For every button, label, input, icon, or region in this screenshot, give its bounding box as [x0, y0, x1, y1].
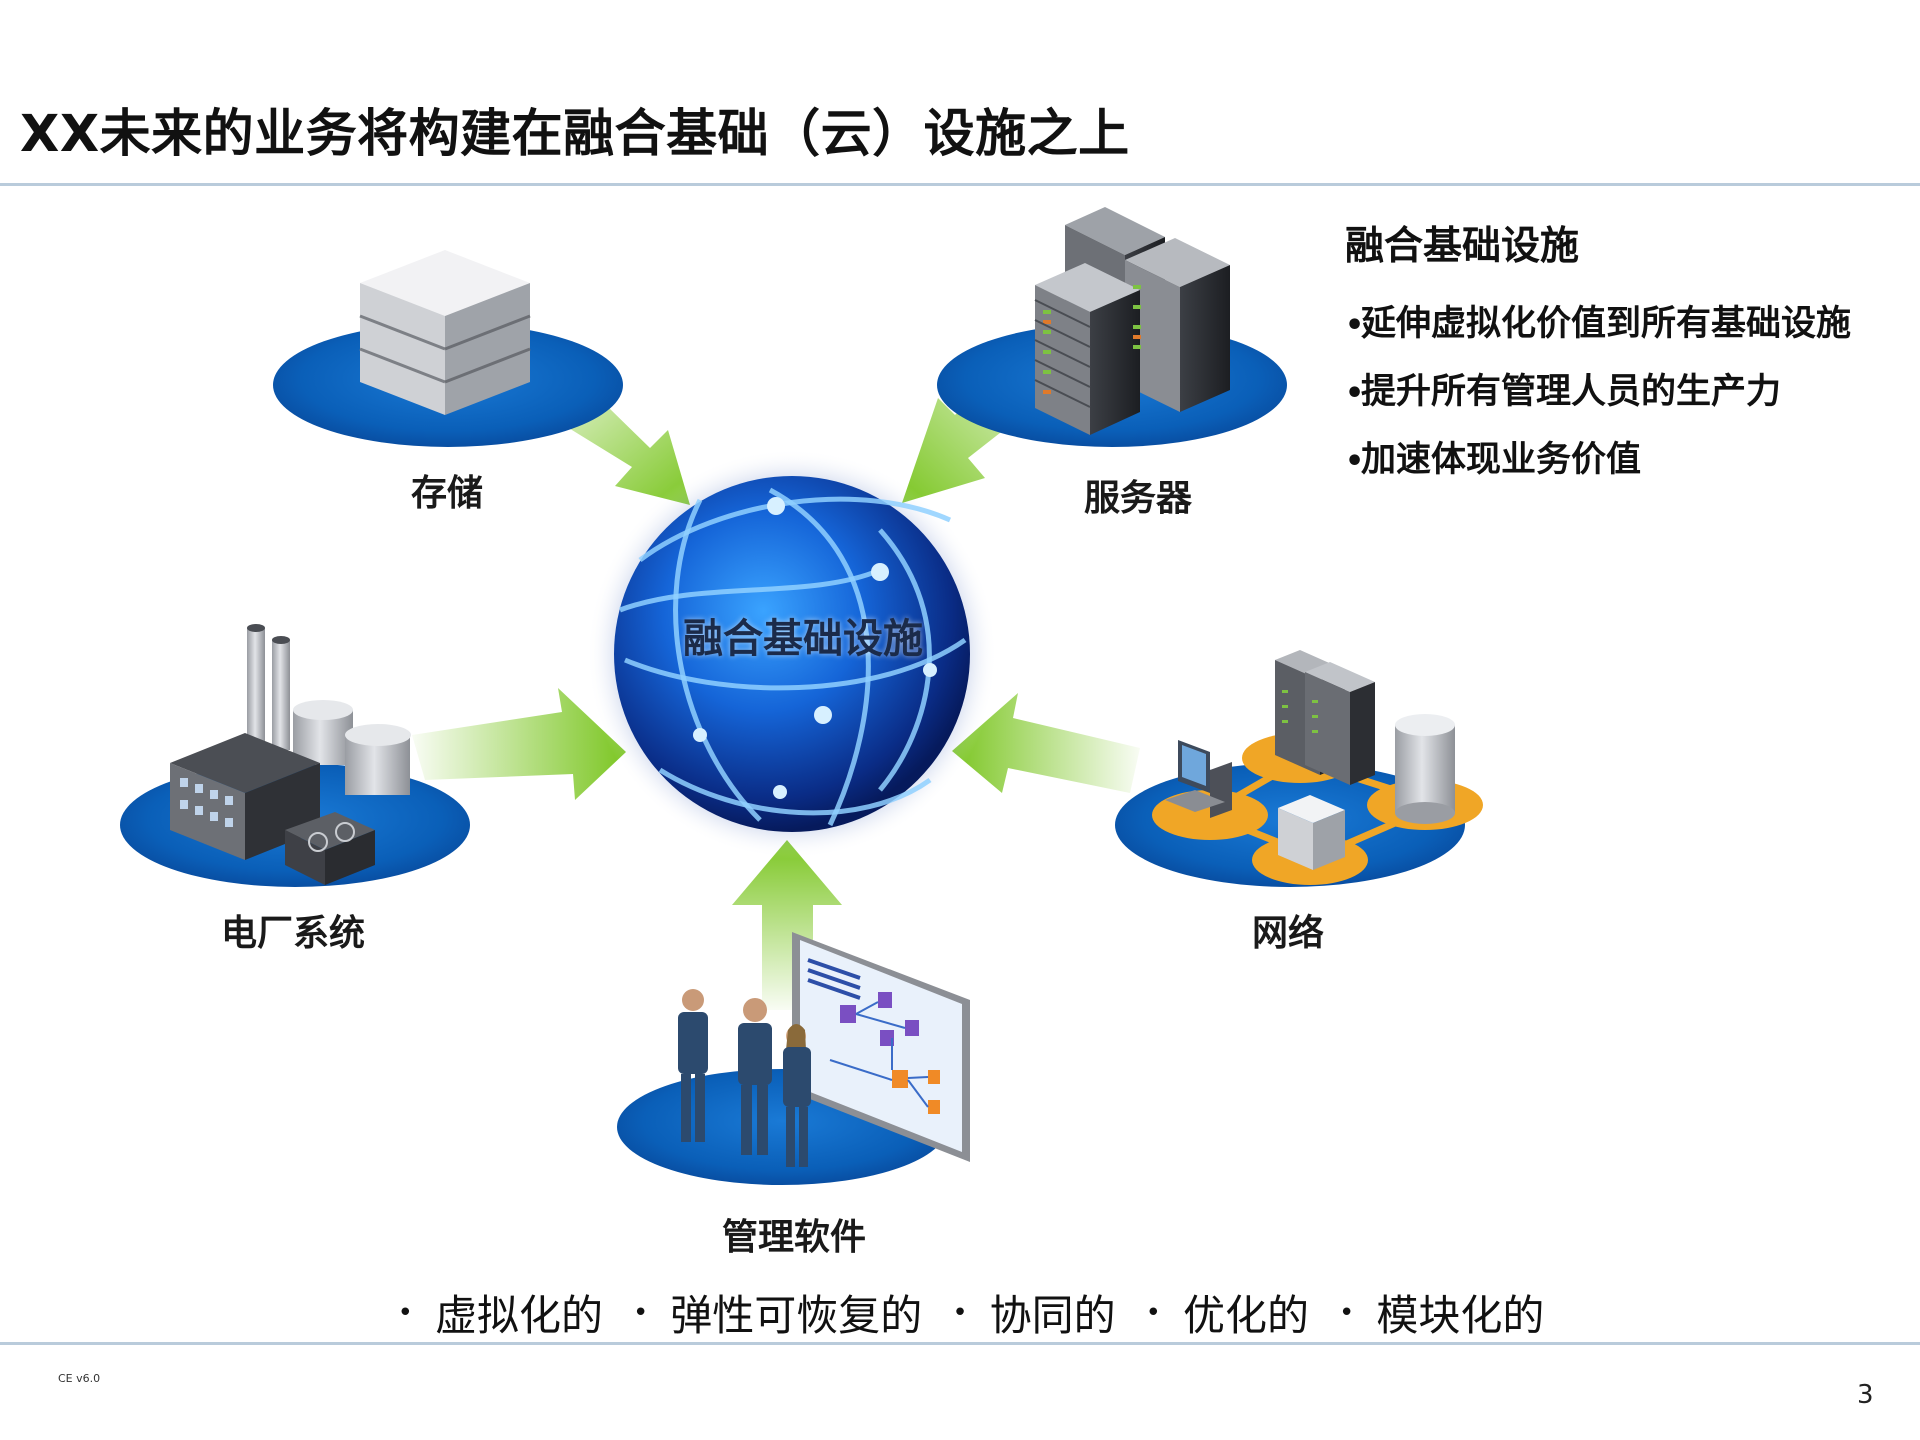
bullet-icon: • — [1345, 444, 1365, 479]
bullet-icon: • — [1345, 308, 1365, 343]
benefit-item: •提升所有管理人员的生产力 — [1345, 359, 1851, 427]
version-label: CE v6.0 — [58, 1372, 101, 1385]
label-storage: 存储 — [410, 473, 484, 514]
bullet-icon: • — [1145, 1297, 1162, 1328]
benefit-item: •延伸虚拟化价值到所有基础设施 — [1345, 291, 1851, 359]
benefits-list: •延伸虚拟化价值到所有基础设施 •提升所有管理人员的生产力 •加速体现业务价值 — [1345, 291, 1851, 495]
server-rack-icon — [1034, 207, 1230, 435]
servers-node — [937, 207, 1287, 447]
footer-divider — [0, 1342, 1920, 1345]
attribute-item: •优化的 — [1145, 1291, 1310, 1340]
label-management-software: 管理软件 — [721, 1217, 867, 1258]
page-number: 3 — [1857, 1380, 1874, 1410]
bullet-icon: • — [1345, 376, 1365, 411]
label-power-plant: 电厂系统 — [220, 913, 366, 954]
slide-title: XX未来的业务将构建在融合基础（云）设施之上 — [20, 105, 1130, 164]
benefits-panel: 融合基础设施 •延伸虚拟化价值到所有基础设施 •提升所有管理人员的生产力 •加速… — [1345, 215, 1851, 495]
arrow-network-to-center — [952, 693, 1140, 793]
attributes-row: •虚拟化的 •弹性可恢复的 •协同的 •优化的 •模块化的 — [0, 1282, 1920, 1343]
label-network: 网络 — [1251, 913, 1325, 954]
panel-title: 融合基础设施 — [1345, 224, 1580, 269]
dashboard-screen-icon — [792, 932, 970, 1162]
bullet-icon: • — [632, 1297, 649, 1328]
power-plant-node — [120, 624, 470, 887]
title-divider — [0, 183, 1920, 186]
bullet-icon: • — [1339, 1297, 1355, 1328]
benefit-item: •加速体现业务价值 — [1345, 427, 1851, 495]
bullet-icon: • — [952, 1297, 968, 1328]
attribute-item: •协同的 — [952, 1291, 1116, 1340]
label-servers: 服务器 — [1083, 478, 1193, 519]
attribute-item: •模块化的 — [1339, 1291, 1545, 1340]
globe-icon — [587, 449, 997, 859]
management-node — [617, 932, 970, 1185]
attribute-item: •弹性可恢复的 — [632, 1291, 923, 1340]
network-node — [1115, 650, 1483, 887]
arrow-power-to-center — [412, 688, 626, 800]
storage-icon — [359, 250, 531, 415]
bullet-icon: • — [397, 1297, 413, 1328]
arrow-management-to-center — [732, 840, 842, 1010]
network-topology-icon — [1152, 650, 1483, 885]
storage-node — [273, 250, 623, 447]
center-label: 融合基础设施 — [683, 616, 923, 662]
attribute-item: •虚拟化的 — [397, 1291, 603, 1340]
factory-icon — [170, 624, 411, 885]
people-icon — [678, 989, 811, 1167]
